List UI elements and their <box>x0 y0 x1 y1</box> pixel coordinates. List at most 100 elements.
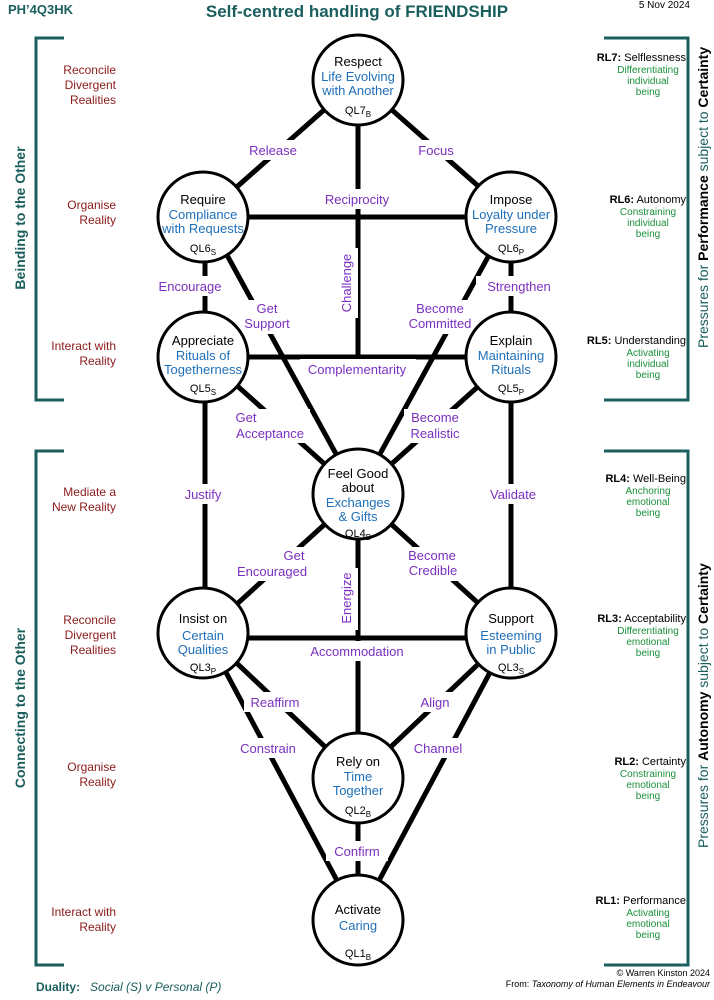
left-label-7: Interact with Reality <box>51 905 116 934</box>
link-validate: Validate <box>490 487 536 502</box>
node-ql5p-blue-1: Maintaining <box>478 348 545 363</box>
rl3-name: Acceptability <box>624 613 686 625</box>
rl5-name: Understanding <box>614 335 686 347</box>
node-ql4-circle <box>311 447 405 541</box>
rl1-name: Performance <box>623 895 686 907</box>
node-ql2-title: Rely on <box>336 754 380 769</box>
link-energize: Energize <box>339 572 354 623</box>
node-ql7-title: Respect <box>334 54 382 69</box>
rl2-sub: Constraining emotional being <box>619 769 677 802</box>
link-get-encouraged-2: Encouraged <box>237 564 307 579</box>
link-align: Align <box>421 695 450 710</box>
left-label-1: Reconcile Divergent Realities <box>63 63 116 107</box>
duality-label: Duality: <box>36 980 81 994</box>
node-ql6s-title: Require <box>180 192 226 207</box>
node-ql3p-blue-2: Qualities <box>178 642 229 657</box>
link-strengthen: Strengthen <box>487 279 551 294</box>
left-label-4: Mediate a New Reality <box>51 485 116 514</box>
rl6-name: Autonomy <box>636 194 686 206</box>
link-justify: Justify <box>185 487 222 502</box>
node-ql4-blue-2: & Gifts <box>338 509 378 524</box>
node-ql7-blue-2: with Another <box>321 83 394 98</box>
link-constrain: Constrain <box>240 741 296 756</box>
node-ql6s-code: QL6S <box>190 243 216 257</box>
link-encourage: Encourage <box>159 279 222 294</box>
node-ql5s-circle <box>156 310 250 404</box>
node-ql6s-blue-1: Compliance <box>169 207 238 222</box>
node-ql5p-circle <box>464 310 558 404</box>
link-get-support-1: Get <box>257 301 278 316</box>
node-ql7-circle <box>311 33 405 127</box>
link-challenge: Challenge <box>339 254 354 313</box>
node-ql5p-blue-2: Rituals <box>491 362 531 377</box>
node-ql5s-code: QL5S <box>190 383 216 397</box>
link-become-credible-2: Credible <box>409 563 457 578</box>
left-label-6: Organise Reality <box>67 760 116 789</box>
link-confirm: Confirm <box>334 844 380 859</box>
link-reciprocity: Reciprocity <box>325 192 390 207</box>
left-bracket-bottom <box>34 449 64 967</box>
node-ql5s-blue-1: Rituals of <box>176 348 231 363</box>
right-level-rl6: RL6: Autonomy Constraining individual be… <box>536 194 686 240</box>
rl3-code: RL3: <box>597 613 622 625</box>
node-ql2-code: QL2B <box>345 805 371 819</box>
link-accommodation: Accommodation <box>310 644 403 659</box>
node-ql6p-blue-1: Loyalty under <box>472 207 551 222</box>
copyright-text: © Warren Kinston 2024 <box>616 968 710 978</box>
node-ql7-code: QL7B <box>345 105 371 119</box>
node-ql1-code: QL1B <box>345 948 371 962</box>
node-ql5s-title: Appreciate <box>172 333 234 348</box>
link-become-realistic-1: Become <box>411 410 459 425</box>
rl7-sub: Differentiating individual being <box>617 65 679 98</box>
node-ql3s-blue-1: Esteeming <box>480 628 541 643</box>
copyright-block: © Warren Kinston 2024 From: Taxonomy of … <box>506 968 710 990</box>
node-ql3s-blue-2: in Public <box>486 642 536 657</box>
right-group-top-label: Pressures for Performance subject to Cer… <box>695 46 711 348</box>
link-get-acceptance-1: Get <box>236 410 257 425</box>
date-label: 5 Nov 2024 <box>638 0 690 11</box>
node-ql6p-title: Impose <box>490 192 533 207</box>
rl5-sub: Activating individual being <box>626 348 670 381</box>
source-title: Taxonomy of Human Elements in Endeavour <box>531 979 710 989</box>
document-code: PH’4Q3HK <box>8 2 74 17</box>
node-ql3p-title: Insist on <box>179 611 227 626</box>
node-ql6p-circle <box>464 170 558 264</box>
rl5-code: RL5: <box>586 335 612 347</box>
rl6-code: RL6: <box>609 194 635 206</box>
link-release: Release <box>249 143 297 158</box>
right-bracket-top <box>604 36 690 402</box>
left-label-5: Reconcile Divergent Realities <box>63 613 116 657</box>
link-get-encouraged-1: Get <box>284 548 305 563</box>
right-level-rl7: RL7: Selflessness Differentiating indivi… <box>536 52 686 98</box>
right-level-rl3: RL3: Acceptability Differentiating emoti… <box>536 613 686 659</box>
node-ql4-code: QL4B <box>345 528 371 542</box>
node-ql3p-blue-1: Certain <box>182 628 224 643</box>
node-ql6s-circle <box>156 170 250 264</box>
node-ql6s-blue-2: with Requests <box>161 221 244 236</box>
rl7-name: Selflessness <box>624 52 686 64</box>
link-become-realistic-2: Realistic <box>410 426 460 441</box>
link-become-committed-2: Committed <box>409 316 472 331</box>
node-ql4-title-1: Feel Good <box>328 466 389 481</box>
node-ql3p-code: QL3P <box>190 662 216 676</box>
duality-legend: Duality: Social (S) v Personal (P) <box>36 980 221 994</box>
node-ql6p-blue-2: Pressure <box>485 221 537 236</box>
link-focus: Focus <box>418 143 454 158</box>
right-group-bottom-label: Pressures for Autonomy subject to Certai… <box>695 563 711 848</box>
rl3-sub: Differentiating emotional being <box>617 626 679 659</box>
right-level-rl2: RL2: Certainty Constraining emotional be… <box>536 756 686 802</box>
left-bracket-top <box>34 36 64 402</box>
page-title: Self-centred handling of FRIENDSHIP <box>205 2 509 21</box>
node-ql2-blue-2: Together <box>333 783 384 798</box>
rl2-name: Certainty <box>641 756 686 768</box>
rl1-sub: Activating emotional being <box>626 908 670 941</box>
left-label-3: Interact with Reality <box>51 339 116 368</box>
node-ql2-blue-1: Time <box>344 769 372 784</box>
link-reaffirm: Reaffirm <box>251 695 300 710</box>
link-get-support-2: Support <box>244 316 290 331</box>
node-ql1-blue: Caring <box>339 918 377 933</box>
node-ql3s-circle <box>464 586 558 680</box>
node-ql1-title: Activate <box>335 902 381 917</box>
node-ql1-circle <box>311 873 405 967</box>
